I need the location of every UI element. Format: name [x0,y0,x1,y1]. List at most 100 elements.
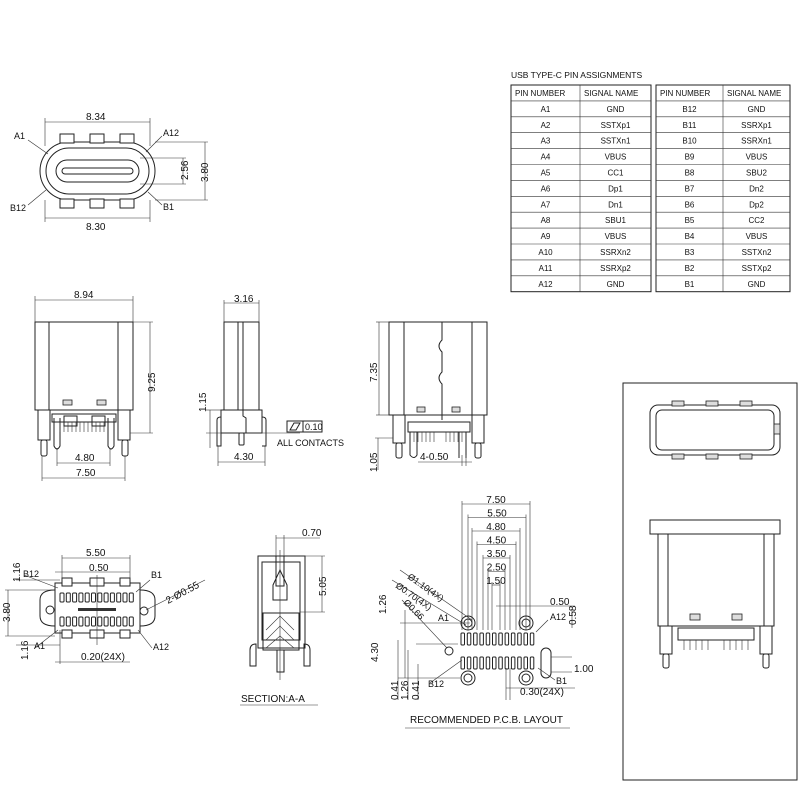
tab [89,133,105,144]
tab [119,133,135,144]
table-border [510,84,652,293]
signal-name-a8: SBU1 [605,216,626,225]
contact-pin-a [122,616,128,627]
tongue [61,167,134,175]
pcb-layout-title: RECOMMENDED P.C.B. LAYOUT [410,715,563,726]
contact-pin-a [59,616,65,627]
contact-pin-a [72,616,78,627]
pin-number-b12: B12 [682,105,697,114]
dim-4-80: 4.80 [75,453,95,464]
top-view: 8.94 9.25 4.80 7.50 [34,290,158,481]
pcb-pad-a [473,632,478,646]
dim-3-80: 3.80 [200,162,211,182]
pcb-horizontal-dims: 7.505.504.804.503.502.501.50 [461,495,531,630]
signal-name-a12: GND [607,280,625,289]
pcb-pad-a [479,632,484,646]
pcb-pad-a [510,632,516,646]
contact-pin-b [116,592,122,603]
signal-name-b8: SBU2 [746,169,767,178]
pcb-layout: 7.505.504.804.503.502.501.50 1.26 4.30 0… [370,495,594,729]
pin-number-b2: B2 [685,264,695,273]
bottom-pin-rows [59,592,134,627]
contact-pin-a [128,616,134,627]
pcb-pad-b [517,656,522,670]
tab [89,198,105,209]
dim-0-70: 0.70 [302,528,322,539]
pin-number-a1: A1 [541,105,551,114]
pin-number-b1: B1 [685,280,695,289]
pin-number-a3: A3 [541,137,551,146]
contact-pin-b [91,592,96,603]
front-view: 8.34 8.30 2.56 3.80 A1 A12 B12 B1 [10,112,211,233]
pin-number-b7: B7 [685,184,695,193]
dim-1-16-top: 1.16 [12,562,23,582]
pin-number-a2: A2 [541,121,551,130]
pcb-pad-b [510,656,516,670]
header-pin-number: PIN NUMBER [660,89,710,98]
pcb-pad-a [523,632,528,646]
dim-4-30: 4.30 [234,452,254,463]
rear-view: 7.35 1.05 4-0.50 [369,321,488,472]
flatness-note: ALL CONTACTS [277,438,344,448]
contact-pin-a [109,616,115,627]
pin-number-b10: B10 [682,137,697,146]
tab [59,198,75,209]
signal-name-a5: CC1 [607,169,624,178]
signal-name-b2: SSTXp2 [742,264,772,273]
pcb-pad-b [492,656,497,670]
dim-3-80-bottom: 3.80 [2,602,13,622]
contact-pin-b [65,592,71,603]
dim-8-34: 8.34 [86,112,106,123]
body [34,321,134,411]
signal-name-a6: Dp1 [608,184,623,193]
contact-pin-b [78,592,84,603]
pcb-pad-b [523,656,528,670]
pin-number-a11: A11 [539,264,553,273]
signal-name-b6: Dp2 [749,200,764,209]
dim-pcb-7-50: 7.50 [486,495,506,506]
dim-1-16-bottom: 1.16 [20,640,31,660]
pin-number-a12: A12 [538,280,553,289]
signal-name-a11: SSRXp2 [600,264,631,273]
dim-3-16: 3.16 [234,294,254,305]
dim-4-0-50: 4-0.50 [420,452,449,463]
pcb-pad-b [473,656,478,670]
label-a12: A12 [163,128,179,138]
signal-name-b4: VBUS [746,232,768,241]
bottom-view: 5.50 0.50 3.80 1.16 1.16 B12 B1 A1 A12 2… [2,548,206,664]
dim-pcb-4-50: 4.50 [487,536,507,547]
dim-0-41-a: 0.41 [390,680,401,700]
pcb-label-b12: B12 [428,679,444,689]
pin-number-b6: B6 [685,200,695,209]
signal-name-a3: SSTXn1 [601,137,631,146]
shell-inner [45,147,150,195]
dim-5-50: 5.50 [86,548,106,559]
dim-1-26-top: 1.26 [378,594,389,614]
dim-4-30-pcb: 4.30 [370,642,381,662]
pcb-pad-a [460,632,465,646]
contact-pin-b [72,592,78,603]
contact-pin-a [97,616,103,627]
pcb-label-b1: B1 [556,676,567,686]
contact-pin-b [103,592,109,603]
dim-2-56: 2.56 [180,160,191,180]
dim-1-26-bottom: 1.26 [400,680,411,700]
table-title: USB TYPE-C PIN ASSIGNMENTS [511,70,642,80]
contact-pin-a [78,616,84,627]
label-b12: B12 [10,203,26,213]
signal-name-b7: Dn2 [749,184,764,193]
pin-number-b4: B4 [685,232,695,241]
product-illustration [622,382,798,781]
header-signal-name: SIGNAL NAME [584,89,638,98]
signal-name-b9: VBUS [746,153,768,162]
dim-0-58: 0.58 [568,605,579,625]
pcb-pad-b [498,656,503,670]
label-a1: A1 [34,641,45,651]
pcb-pad-b [504,656,510,670]
pin-number-a7: A7 [541,200,551,209]
pin-number-b8: B8 [685,169,695,178]
dim-2-holes: 2-Ø0.55 [164,580,201,607]
dim-1-15: 1.15 [198,392,209,412]
